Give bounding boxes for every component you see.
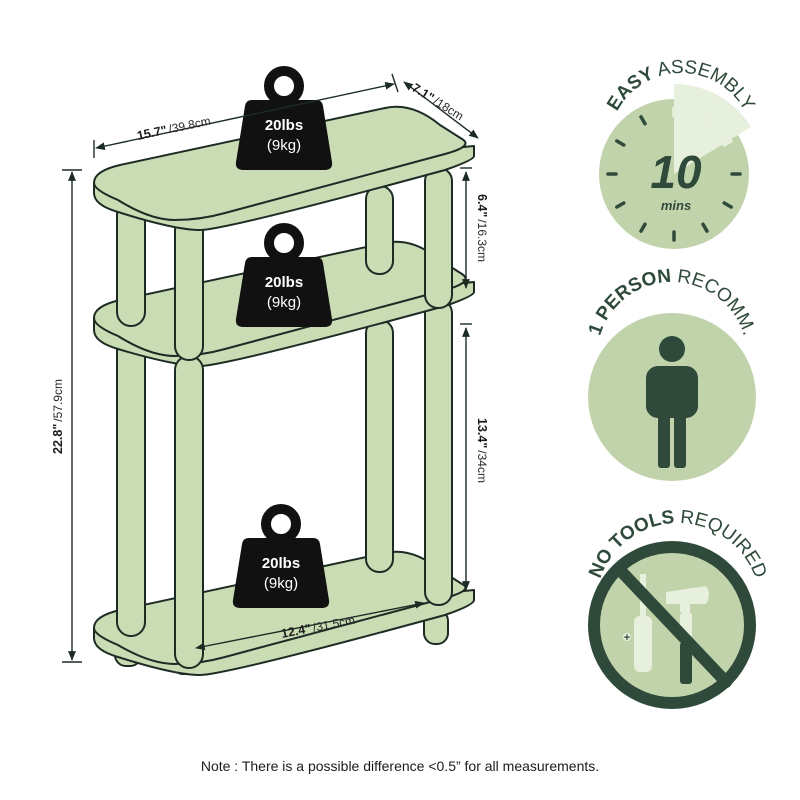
clock-tick: [701, 115, 709, 126]
clock-tick: [615, 201, 626, 209]
bottom-width-label: 12.4"/31.5cm: [280, 613, 356, 641]
post-back-right-lower: [365, 319, 394, 573]
post-back-right-upper: [365, 185, 394, 275]
easy-assembly-badge: EASY ASSEMBLY 10 mins: [599, 57, 759, 249]
upper-gap-label: 6.4"/16.3cm: [475, 194, 489, 262]
post-back-left-lower: [116, 335, 146, 637]
clock-tick: [639, 222, 647, 233]
clock-icon: [606, 106, 742, 242]
weight-icon-middle: 20lbs (9kg): [235, 223, 333, 327]
clock-tick: [615, 139, 626, 147]
clock-tick: [701, 222, 709, 233]
depth-dimension-line: [403, 81, 479, 139]
clock-tick: [722, 139, 733, 147]
no-tools-slash: [614, 564, 732, 688]
bottom-width-dimension-line: [195, 600, 425, 651]
width-label: 15.7"/39.8cm: [136, 114, 212, 143]
weight-capacity-kg: (9kg): [267, 294, 301, 311]
post-front-right-lower: [424, 299, 453, 606]
post-front-right-upper: [424, 167, 453, 309]
dimension-lines: [62, 73, 479, 663]
weight-capacity-kg: (9kg): [267, 137, 301, 154]
clock-tick: [639, 115, 647, 126]
no-tools-badge: NO TOOLS REQUIRED +: [585, 507, 771, 709]
weight-capacity-lbs: 20lbs: [265, 117, 303, 134]
width-dimension-line: [95, 82, 395, 150]
weight-icon-bottom: 20lbs (9kg): [232, 504, 330, 608]
measurement-note: Note : There is a possible difference <0…: [200, 758, 600, 774]
assembly-minutes: 10: [650, 146, 702, 198]
lower-gap-label: 13.4"/34cm: [475, 418, 489, 483]
weight-capacity-lbs: 20lbs: [265, 274, 303, 291]
clock-tick: [722, 201, 733, 209]
post-front-left-upper: [174, 215, 204, 361]
weight-capacity-kg: (9kg): [264, 575, 298, 592]
post-front-left-lower: [174, 355, 204, 669]
weight-icon-top: 20lbs (9kg): [235, 66, 333, 170]
one-person-badge: 1 PERSON RECOMM.: [585, 266, 759, 481]
person-icon: [646, 336, 698, 468]
height-label: 22.8"/57.9cm: [51, 379, 65, 454]
assembly-unit: mins: [661, 198, 691, 213]
weight-capacity-lbs: 20lbs: [262, 555, 300, 572]
elapsed-wedge: [674, 83, 751, 174]
svg-text:+: +: [624, 632, 630, 644]
